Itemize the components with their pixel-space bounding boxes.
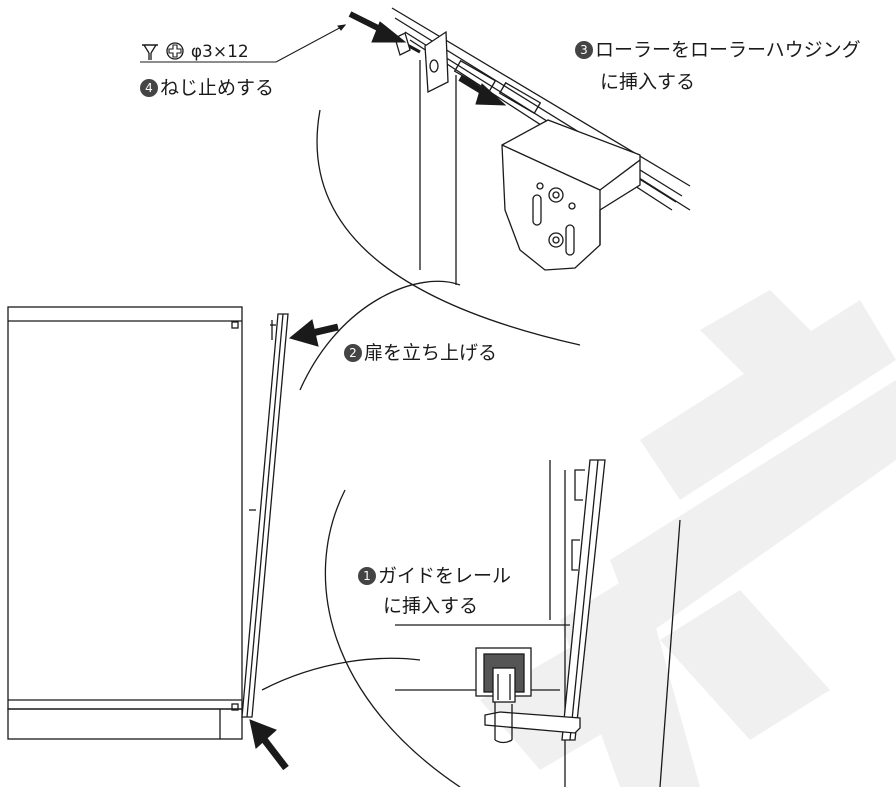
cabinet [7, 306, 243, 740]
lower-rail-inset [395, 459, 681, 787]
step-1-badge: 1 [358, 567, 376, 585]
arrow-screw [348, 11, 407, 43]
phillips-drive-icon [166, 42, 185, 60]
step-3-text-line2: に挿入する [600, 71, 696, 93]
step-1-text-line2: に挿入する [383, 595, 479, 617]
roller-bracket [424, 30, 641, 271]
step-2-text: 扉を立ち上げる [364, 342, 498, 364]
step-3-badge: 3 [575, 41, 593, 59]
step-4-text: ねじ止めする [160, 77, 275, 99]
step-1-text-line1: ガイドをレール [378, 565, 512, 587]
screw-spec: φ3×12 [140, 41, 249, 62]
door [241, 313, 289, 718]
arrow-door-bottom [249, 719, 289, 771]
arrow-door-top [288, 319, 339, 347]
countersunk-head-icon [142, 44, 158, 60]
step-4-badge: 4 [140, 79, 158, 97]
step-2-badge: 2 [344, 344, 362, 362]
screw-size: φ3×12 [190, 42, 249, 62]
arrow-roller [458, 75, 507, 106]
step-3-text-line1: ローラーをローラーハウジング [595, 39, 861, 61]
